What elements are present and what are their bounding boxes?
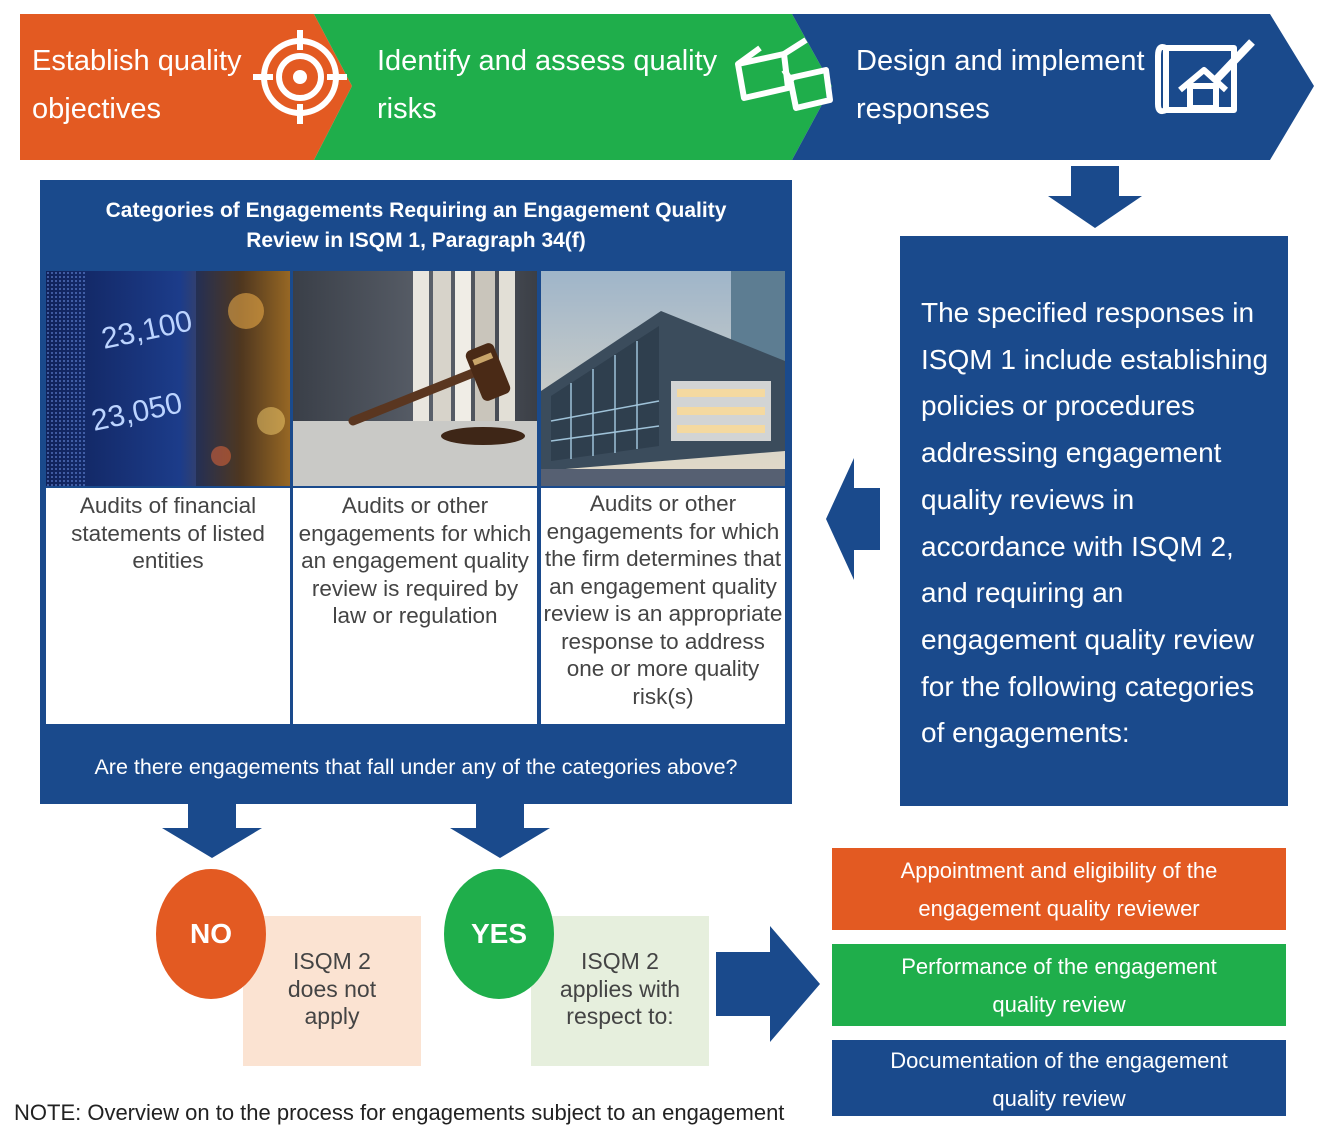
category-2-line-2: engagements for which	[298, 520, 532, 546]
category-3-line-7: one or more quality	[566, 656, 760, 681]
outcome-1-line-1: Appointment and eligibility of the	[900, 858, 1218, 883]
responses-line-9: for the following categories	[921, 670, 1255, 702]
category-1-line-1: Audits of financial	[79, 493, 257, 518]
step-1-line-1: Establish quality	[32, 45, 242, 77]
no-outcome-line-2: does not	[287, 975, 377, 1002]
category-3-line-8: risk(s)	[632, 683, 694, 709]
category-2-text: Audits or other engagements for which an…	[293, 488, 537, 724]
outcome-appointment-bar: Appointment and eligibility of the engag…	[832, 848, 1286, 930]
responses-line-2: ISQM 1 include establishing	[921, 343, 1269, 375]
down-arrow-yes	[450, 804, 550, 858]
no-outcome-box: ISQM 2 does not apply	[243, 916, 421, 1066]
responses-line-7: and requiring an	[921, 577, 1124, 609]
step-2-label: Identify and assess quality risks	[377, 37, 717, 133]
category-3-line-4: an engagement quality	[549, 573, 777, 599]
yes-outcome-line-3: respect to:	[566, 1003, 674, 1029]
step-3-label: Design and implement responses	[856, 37, 1145, 133]
goggles-icon	[735, 37, 833, 111]
target-icon	[253, 30, 347, 124]
responses-text: The specified responses in ISQM 1 includ…	[921, 290, 1271, 757]
category-2-line-1: Audits or other	[341, 493, 489, 518]
no-outcome-line-3: apply	[304, 1003, 360, 1029]
step-3-line-2: responses	[856, 93, 990, 125]
left-arrow-to-categories	[826, 458, 880, 580]
categories-title: Categories of Engagements Requiring an E…	[40, 196, 792, 256]
responses-line-5: quality reviews in	[921, 483, 1135, 515]
category-3-line-2: engagements for which	[546, 518, 780, 544]
right-arrow-to-outcomes	[716, 926, 820, 1042]
categories-question: Are there engagements that fall under an…	[40, 728, 792, 804]
category-2-line-5: law or regulation	[332, 603, 498, 628]
responses-panel	[900, 236, 1288, 806]
yes-outcome-line-2: applies with	[559, 975, 681, 1002]
step-2-line-1: Identify and assess quality	[377, 45, 718, 77]
step-3-line-1: Design and implement	[856, 45, 1145, 77]
category-1-text: Audits of financial statements of listed…	[46, 488, 290, 724]
step-2-chevron	[314, 14, 832, 160]
responses-line-10: of engagements:	[921, 717, 1130, 749]
outcome-documentation-bar: Documentation of the engagement quality …	[832, 1040, 1286, 1116]
category-3-line-6: response to address	[561, 628, 765, 654]
stock-ticker-image: 23,100 23,050	[46, 271, 290, 486]
category-3-text: Audits or other engagements for which th…	[541, 488, 785, 724]
bottom-note: NOTE: Overview on to the process for eng…	[14, 1100, 785, 1125]
outcome-2-line-2: quality review	[992, 992, 1126, 1017]
step-1-line-2: objectives	[32, 93, 161, 125]
outcome-1-line-2: engagement quality reviewer	[918, 896, 1200, 921]
responses-line-4: addressing engagement	[921, 437, 1222, 469]
yes-outcome-box: ISQM 2 applies with respect to:	[531, 916, 709, 1066]
outcome-3-line-2: quality review	[992, 1086, 1126, 1111]
outcome-3-line-1: Documentation of the engagement	[890, 1048, 1228, 1073]
categories-title-line-2: Review in ISQM 1, Paragraph 34(f)	[246, 229, 586, 252]
category-1-line-3: entities	[132, 548, 204, 573]
category-3-line-3: the firm determines that	[544, 546, 782, 571]
step-2-line-2: risks	[377, 93, 437, 125]
blueprint-house-icon	[1155, 39, 1255, 115]
category-2-line-4: review is required by	[311, 575, 519, 601]
responses-line-6: accordance with ISQM 2,	[921, 530, 1234, 562]
step-1-chevron	[20, 14, 352, 160]
gavel-books-image	[293, 271, 537, 486]
yes-outcome-line-1: ISQM 2	[581, 948, 659, 974]
responses-line-8: engagement quality review	[921, 623, 1255, 655]
category-3-line-1: Audits or other	[589, 491, 737, 516]
outcome-performance-bar: Performance of the engagement quality re…	[832, 944, 1286, 1026]
modern-building-image	[541, 271, 785, 486]
category-3-line-5: review is an appropriate	[543, 601, 783, 626]
no-circle: NO	[156, 869, 266, 999]
responses-line-1: The specified responses in	[921, 297, 1255, 328]
down-arrow-to-responses	[1048, 166, 1142, 228]
category-1-line-2: statements of listed	[71, 520, 265, 546]
step-1-label: Establish quality objectives	[32, 37, 242, 133]
outcome-2-line-1: Performance of the engagement	[901, 954, 1217, 979]
responses-line-3: policies or procedures	[921, 390, 1195, 422]
category-2-line-3: an engagement quality	[301, 548, 529, 573]
yes-circle: YES	[444, 869, 554, 999]
no-outcome-line-1: ISQM 2	[293, 948, 371, 974]
down-arrow-no	[162, 804, 262, 858]
categories-title-line-1: Categories of Engagements Requiring an E…	[105, 199, 727, 222]
